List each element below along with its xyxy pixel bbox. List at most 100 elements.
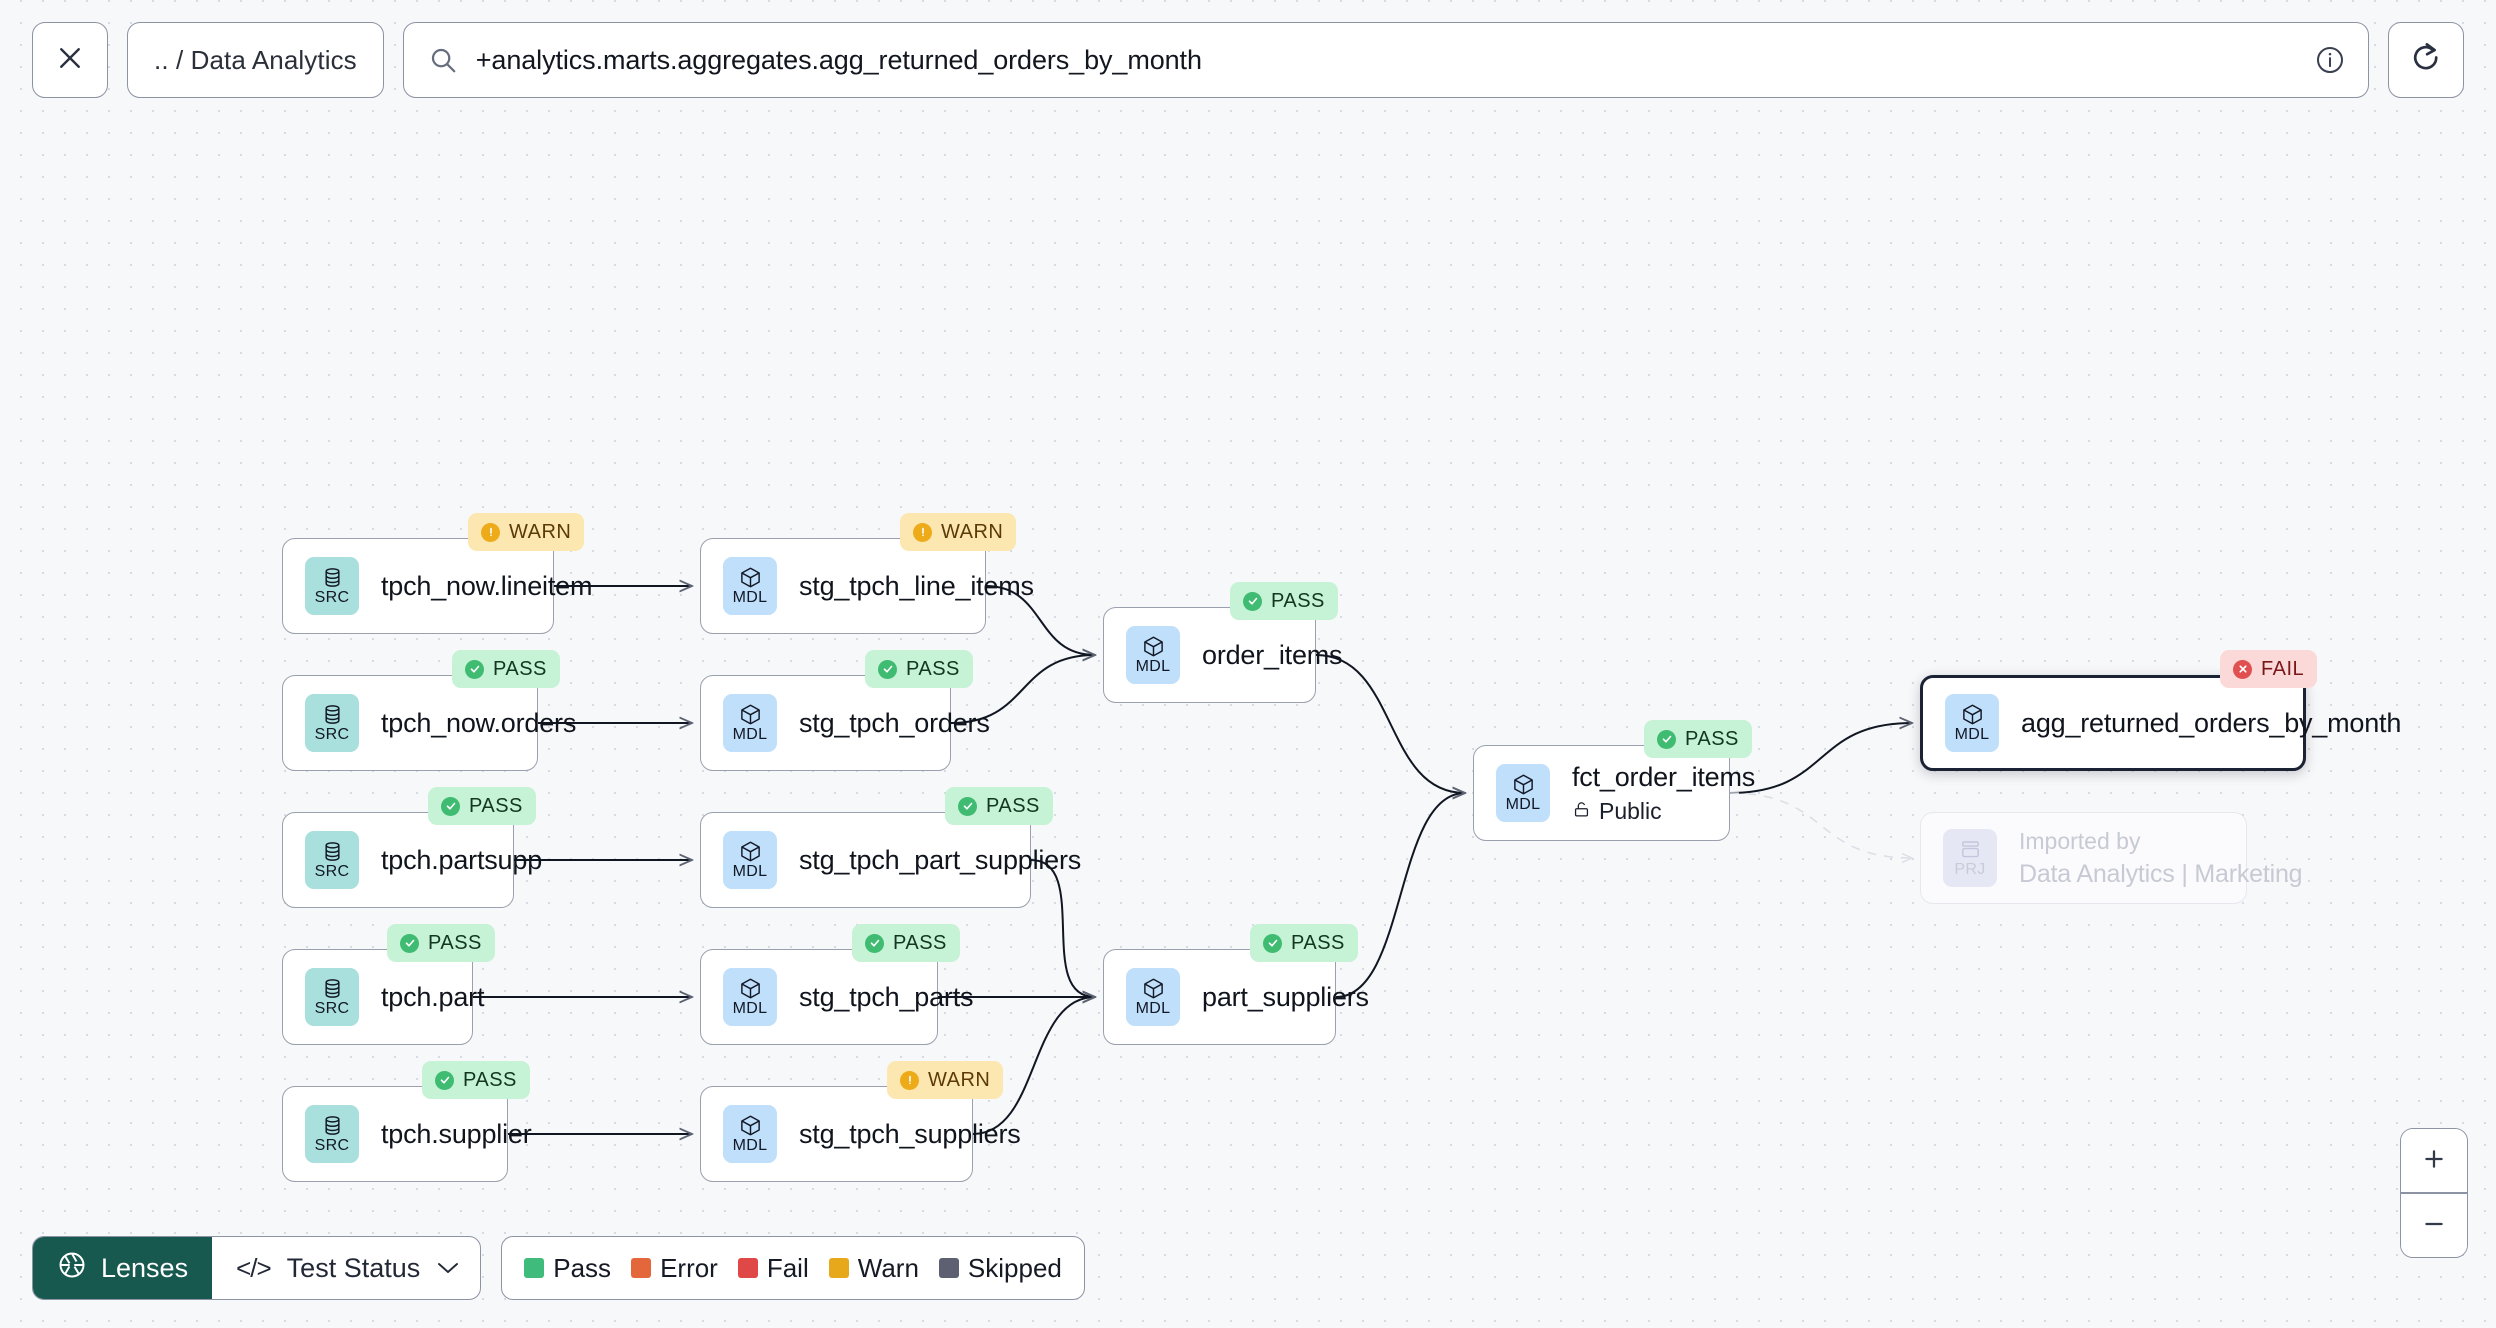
- src-type-chip: SRC: [305, 968, 359, 1026]
- src-icon: [321, 1114, 344, 1137]
- graph-node-stg_parts[interactable]: MDL stg_tpch_parts: [700, 949, 974, 1045]
- breadcrumb-label: .. / Data Analytics: [154, 44, 357, 75]
- legend-item-warn[interactable]: Warn: [828, 1253, 919, 1284]
- close-icon: [55, 43, 85, 78]
- zoom-divider: [2401, 1192, 2467, 1194]
- status-badge-label: WARN: [928, 1068, 991, 1091]
- zoom-controls: [2400, 1128, 2468, 1258]
- mdl-type-chip: MDL: [723, 968, 777, 1026]
- node-title: part_suppliers: [1202, 981, 1369, 1012]
- mdl-type-chip: MDL: [1126, 626, 1180, 684]
- status-badge-label: PASS: [1271, 589, 1325, 612]
- node-body: order_items: [1202, 640, 1343, 671]
- lens-select[interactable]: </> Test Status: [212, 1237, 480, 1299]
- status-badge-src_partsupp[interactable]: PASS: [428, 787, 536, 825]
- status-badge-stg_parts[interactable]: PASS: [852, 924, 960, 962]
- refresh-icon: [2409, 41, 2443, 80]
- status-icon: [441, 796, 460, 816]
- search-bar[interactable]: [402, 22, 2369, 98]
- node-type-label: MDL: [1135, 658, 1171, 675]
- legend-swatch-fail-icon: [737, 1258, 758, 1278]
- status-badge-label: PASS: [428, 931, 482, 954]
- status-badge-label: PASS: [1685, 727, 1739, 750]
- status-badge-label: PASS: [906, 657, 960, 680]
- graph-node-order_items[interactable]: MDL order_items: [1103, 607, 1343, 703]
- node-body: agg_returned_orders_by_month: [2021, 707, 2402, 739]
- node-title: agg_returned_orders_by_month: [2021, 707, 2402, 738]
- close-button[interactable]: [32, 22, 108, 98]
- node-type-label: MDL: [732, 726, 768, 743]
- mdl-icon: [739, 703, 762, 726]
- legend-item-error[interactable]: Error: [631, 1253, 718, 1284]
- node-type-label: MDL: [1505, 796, 1541, 813]
- status-legend: Pass Error Fail Warn Skipped: [501, 1236, 1085, 1300]
- mdl-icon: [1512, 773, 1535, 796]
- status-badge-fct_order_items[interactable]: PASS: [1644, 720, 1752, 758]
- status-badge-label: WARN: [509, 520, 572, 543]
- status-badge-label: PASS: [986, 794, 1040, 817]
- zoom-in-button[interactable]: [2401, 1129, 2467, 1193]
- status-badge-src_part[interactable]: PASS: [387, 924, 495, 962]
- graph-node-src_part[interactable]: SRC tpch.part: [282, 949, 485, 1045]
- node-type-label: SRC: [314, 589, 350, 606]
- node-visibility-label: Public: [1599, 797, 1662, 824]
- node-body: stg_tpch_parts: [799, 982, 974, 1013]
- mdl-icon: [1142, 635, 1165, 658]
- status-badge-agg_returned[interactable]: FAIL: [2220, 650, 2318, 688]
- status-badge-label: FAIL: [2261, 657, 2305, 680]
- node-title: stg_tpch_line_items: [799, 570, 1034, 601]
- breadcrumb[interactable]: .. / Data Analytics: [127, 22, 384, 98]
- node-type-label: MDL: [732, 1000, 768, 1017]
- zoom-out-button[interactable]: [2401, 1194, 2467, 1257]
- unlock-icon: [1572, 798, 1591, 825]
- lens-select-label: Test Status: [286, 1252, 421, 1283]
- status-badge-src_lineitem[interactable]: WARN: [468, 513, 585, 551]
- status-icon: [913, 522, 932, 542]
- info-icon[interactable]: [2314, 44, 2346, 76]
- node-type-label: SRC: [314, 1137, 350, 1154]
- node-type-label: SRC: [314, 726, 350, 743]
- status-badge-stg_line_items[interactable]: WARN: [900, 513, 1017, 551]
- status-badge-stg_orders[interactable]: PASS: [865, 650, 973, 688]
- node-body: stg_tpch_suppliers: [799, 1119, 1021, 1150]
- bottom-toolbar: Lenses </> Test Status Pass Error Fail Warn…: [32, 1236, 1085, 1300]
- refresh-button[interactable]: [2388, 22, 2464, 98]
- node-type-label: MDL: [732, 589, 768, 606]
- status-badge-part_suppliers[interactable]: PASS: [1250, 924, 1358, 962]
- legend-label: Fail: [766, 1252, 809, 1283]
- legend-item-pass[interactable]: Pass: [524, 1253, 611, 1284]
- status-badge-order_items[interactable]: PASS: [1230, 582, 1338, 620]
- lenses-button[interactable]: Lenses: [33, 1237, 213, 1299]
- status-badge-src_supplier[interactable]: PASS: [422, 1061, 530, 1099]
- node-title: tpch.part: [381, 981, 485, 1012]
- status-badge-src_orders[interactable]: PASS: [452, 650, 560, 688]
- status-badge-stg_suppliers[interactable]: WARN: [887, 1061, 1004, 1099]
- status-badge-label: WARN: [941, 520, 1004, 543]
- node-type-label: PRJ: [1954, 861, 1986, 878]
- node-type-label: SRC: [314, 1000, 350, 1017]
- legend-item-skipped[interactable]: Skipped: [938, 1253, 1062, 1284]
- legend-item-fail[interactable]: Fail: [737, 1252, 809, 1284]
- legend-label: Pass: [553, 1252, 612, 1283]
- status-icon: [1243, 591, 1262, 611]
- graph-node-stg_line_items[interactable]: MDL stg_tpch_line_items: [700, 538, 1034, 634]
- search-input[interactable]: [475, 44, 2296, 76]
- edge-stg_part_suppliers-to-part_suppliers: [1030, 859, 1095, 997]
- edge-stg_orders-to-order_items: [950, 655, 1095, 724]
- legend-label: Error: [660, 1252, 718, 1283]
- status-badge-stg_part_suppliers[interactable]: PASS: [945, 787, 1053, 825]
- node-import-label: Imported by: [2019, 827, 2141, 854]
- status-badge-label: PASS: [469, 794, 523, 817]
